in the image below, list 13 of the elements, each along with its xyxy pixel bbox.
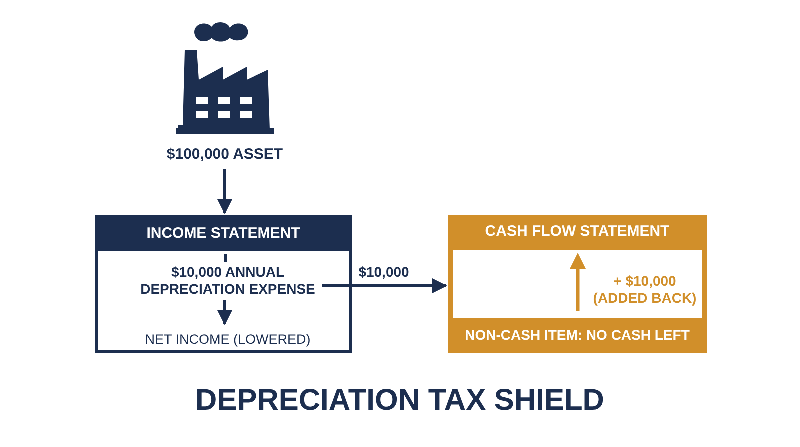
box-header: INCOME STATEMENT xyxy=(98,218,349,251)
node-label: NET INCOME (LOWERED) xyxy=(123,329,333,351)
node-label: + $10,000 (ADDED BACK) xyxy=(590,270,700,310)
arrow xyxy=(322,278,448,294)
box-footer: NON-CASH ITEM: NO CASH LEFT xyxy=(448,318,707,353)
statement-box xyxy=(95,215,352,353)
box-header: CASH FLOW STATEMENT xyxy=(484,222,671,242)
statement-box xyxy=(448,215,707,353)
title: DEPRECIATION TAX SHIELD xyxy=(194,383,606,419)
arrow xyxy=(218,300,232,326)
arrow xyxy=(218,169,232,214)
node-label: $100,000 ASSET xyxy=(150,143,300,167)
node-label: $10,000 ANNUAL DEPRECIATION EXPENSE xyxy=(133,261,323,301)
